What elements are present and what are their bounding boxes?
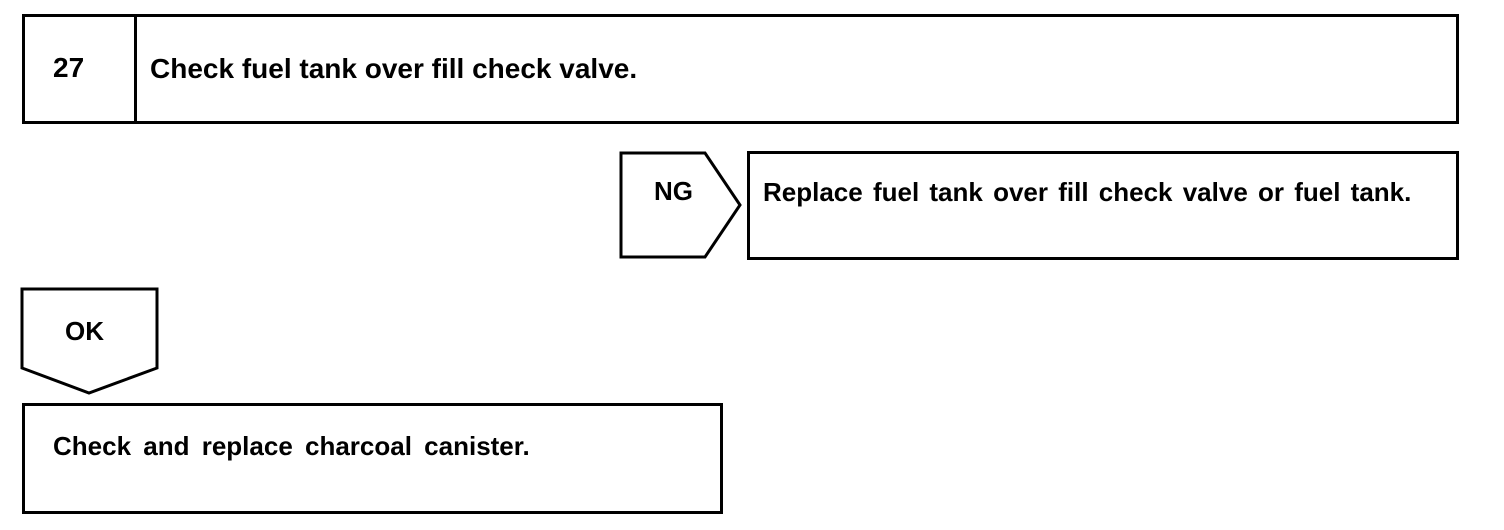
step-header-box: 27 Check fuel tank over fill check valve… (22, 14, 1459, 124)
ng-action-box: Replace fuel tank over fill check valve … (747, 151, 1459, 260)
step-number-cell: 27 (25, 17, 137, 121)
ng-arrow-shape (619, 151, 742, 259)
ok-label: OK (65, 316, 104, 346)
ok-action-box: Check and replace charcoal canister. (22, 403, 723, 514)
step-number: 27 (53, 52, 85, 83)
step-title: Check fuel tank over fill check valve. (150, 53, 638, 84)
ok-arrow-shape (20, 287, 159, 395)
ng-label: NG (654, 176, 693, 206)
ng-action-text: Replace fuel tank over fill check valve … (763, 177, 1412, 207)
ok-action-text: Check and replace charcoal canister. (53, 431, 530, 461)
